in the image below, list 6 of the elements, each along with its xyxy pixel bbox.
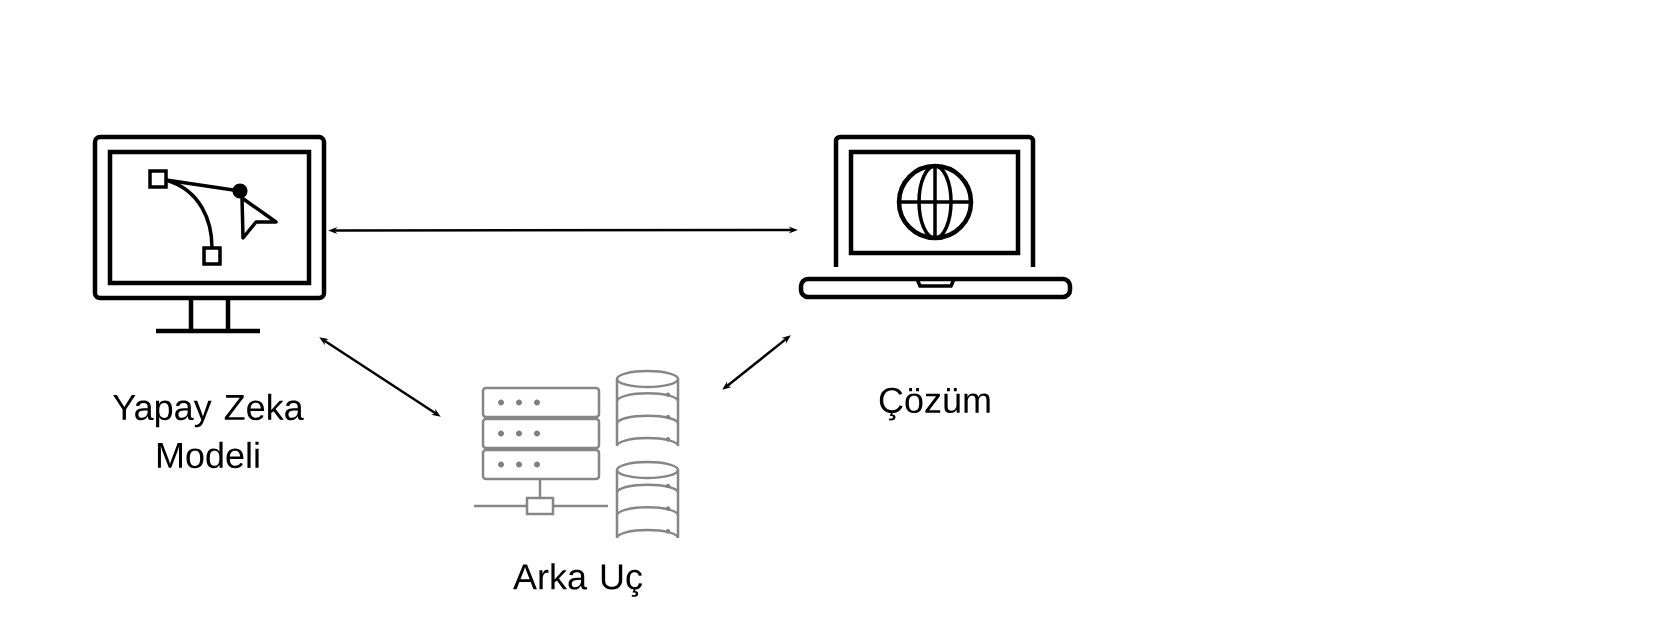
node-caption: Çözüm [879, 387, 990, 421]
node-caption: Yapay Zeka Modeli [113, 393, 304, 469]
monitor-drawing [92, 134, 327, 334]
node-caption: Arka Uç [513, 563, 643, 597]
laptop-drawing [798, 134, 1073, 300]
server-drawing [474, 369, 680, 540]
